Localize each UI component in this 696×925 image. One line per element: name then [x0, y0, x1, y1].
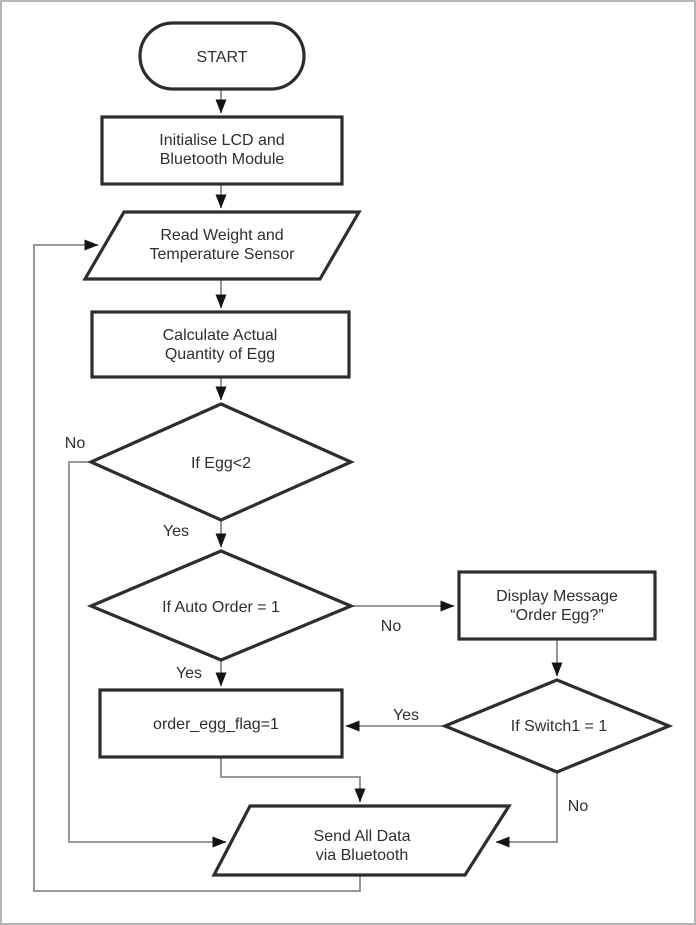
node-init-label-line2: Bluetooth Module [160, 151, 285, 168]
node-read-io-parallelogram [82, 210, 362, 281]
node-calc-label-line1: Calculate Actual [163, 327, 278, 344]
connector-flag-to-send [220, 757, 366, 803]
node-display-label-line2: “Order Egg?” [510, 607, 603, 624]
node-read-label-line2: Temperature Sensor [150, 246, 296, 263]
node-flag-label: order_egg_flag=1 [153, 716, 279, 733]
edge-label-egg-check-no: No [65, 435, 86, 452]
node-auto-order-label: If Auto Order = 1 [162, 599, 280, 616]
node-switch-decision [440, 678, 674, 774]
edge-label-auto-order-no: No [381, 618, 402, 635]
node-egg-check-label: If Egg<2 [191, 455, 251, 472]
node-flag-process [98, 688, 344, 759]
node-egg-check-decision [87, 402, 355, 522]
node-switch-label: If Switch1 = 1 [511, 718, 608, 735]
node-send-io-parallelogram [211, 804, 512, 877]
node-init-process [100, 115, 344, 186]
node-send-label-line2: via Bluetooth [316, 847, 409, 864]
node-auto-order-decision [86, 549, 356, 662]
edge-label-switch-no: No [568, 798, 589, 815]
node-start-label: START [197, 49, 248, 66]
edge-label-switch-yes: Yes [393, 707, 419, 724]
node-calc-process [90, 310, 351, 379]
connector-switch-no-to-send [495, 772, 558, 848]
node-display-process [457, 570, 657, 641]
node-display-label-line1: Display Message [496, 588, 618, 605]
connector-send-loop-to-read [33, 239, 361, 892]
edge-label-auto-order-yes: Yes [176, 665, 202, 682]
edge-label-egg-check-yes: Yes [163, 523, 189, 540]
node-read-label-line1: Read Weight and [160, 227, 283, 244]
node-init-label-line1: Initialise LCD and [159, 132, 284, 149]
node-calc-label-line2: Quantity of Egg [165, 346, 275, 363]
connector-egg-check-no-to-send [68, 461, 227, 848]
node-send-label-line1: Send All Data [314, 828, 411, 845]
node-start-terminator [138, 21, 306, 91]
